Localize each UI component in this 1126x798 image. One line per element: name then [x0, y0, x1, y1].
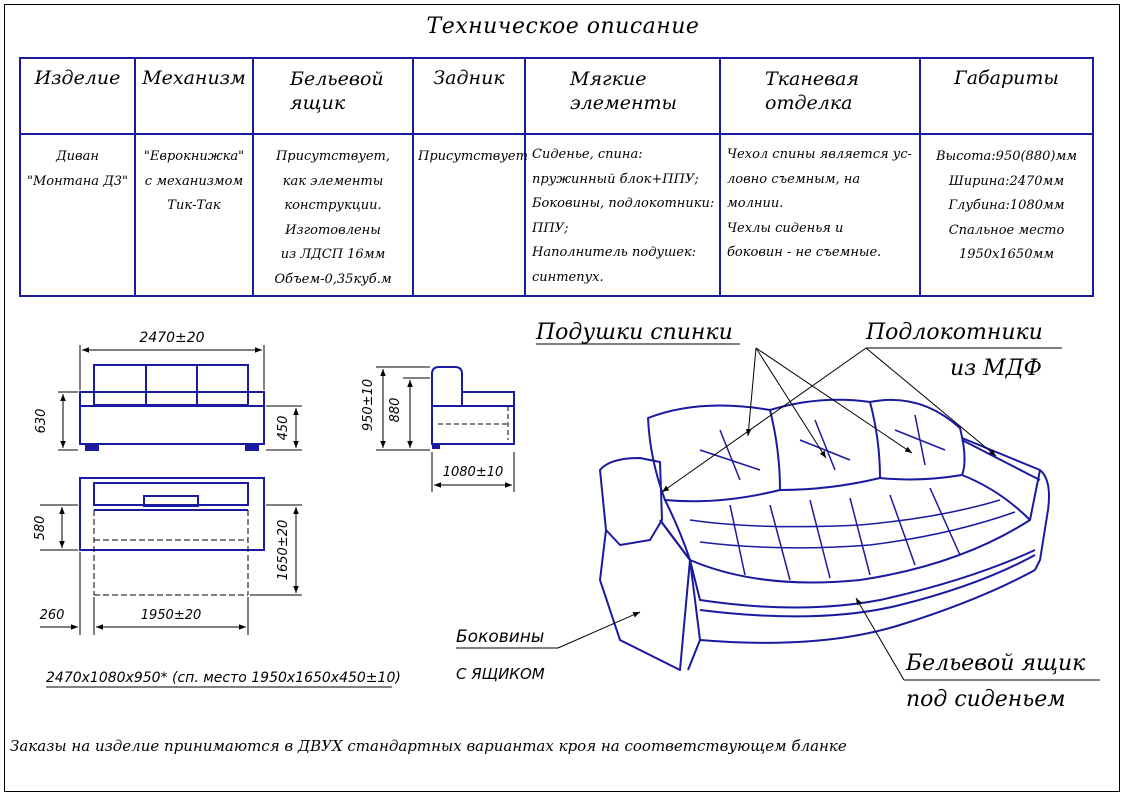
cell-mekhanizm: "Еврокнижка" с механизмом Тик-Так	[134, 133, 254, 297]
dim-seat-height: 450	[276, 416, 291, 441]
page-title: Техническое описание	[426, 14, 700, 39]
side-view-dims	[376, 366, 515, 492]
callout-armrests: Подлокотники	[865, 320, 1043, 345]
top-view	[79, 477, 265, 551]
side-view-hidden	[438, 406, 509, 440]
callout-leaders	[456, 343, 1100, 681]
top-view-hidden	[93, 510, 249, 596]
side-view	[431, 366, 515, 445]
dim-summary: 2470x1080x950* (сп. место 1950x1650x450±…	[46, 670, 401, 686]
header-myagkie: Мягкие элементы	[524, 57, 721, 135]
header-tkan: Тканевая отделка	[719, 57, 921, 135]
header-mekhanizm: Механизм	[134, 57, 254, 135]
dim-side-height: 950±10	[361, 379, 376, 431]
drawing-frame	[4, 4, 1120, 792]
dim-side-back: 880	[388, 398, 403, 423]
cell-myagkie: Сиденье, спина: пружинный блок+ППУ; Боко…	[524, 133, 721, 297]
sofa-perspective	[599, 398, 1050, 671]
sofa-quilting	[689, 414, 1016, 581]
callout-sides-box: С ЯЩИКОМ	[456, 665, 545, 683]
cell-zadnik: Присутствует	[412, 133, 528, 297]
side-foot	[432, 444, 440, 449]
callout-linen-box: Бельевой ящик	[905, 651, 1086, 676]
dim-sleep-width: 1950±20	[141, 608, 202, 623]
order-note: Заказы на изделие принимаются в ДВУХ ста…	[10, 737, 847, 755]
header-gabarity: Габариты	[919, 57, 1094, 135]
dim-top-depth: 580	[33, 516, 48, 541]
dim-front-width: 2470±20	[139, 330, 204, 346]
callout-sides: Боковины	[456, 627, 544, 647]
header-izdelie: Изделие	[19, 57, 136, 135]
cell-tkan: Чехол спины является ус- ловно съемным, …	[719, 133, 921, 297]
callout-armrests-material: из МДФ	[950, 356, 1042, 381]
dim-side-depth: 1080±10	[443, 465, 504, 480]
front-view-dims	[58, 345, 302, 451]
spec-header-row: Изделие Механизм Бельевой ящик Задник Мя…	[19, 57, 1094, 135]
callout-linen-box-position: под сиденьем	[906, 687, 1066, 712]
top-view-dims	[40, 504, 302, 635]
dim-sleep-length: 1650±20	[276, 520, 291, 581]
cell-yashchik: Присутствует, как элементы конструкции. …	[252, 133, 414, 297]
spec-table: Изделие Механизм Бельевой ящик Задник Мя…	[19, 57, 1094, 297]
dim-armrest: 260	[40, 608, 65, 623]
front-view	[79, 364, 265, 451]
dim-height-total: 630	[34, 409, 49, 434]
header-zadnik: Задник	[412, 57, 526, 135]
callout-back-cushions: Подушки спинки	[535, 320, 733, 345]
spec-body-row: Диван "Монтана Д3" "Еврокнижка" с механи…	[19, 133, 1094, 297]
cell-gabarity: Высота:950(880)мм Ширина:2470мм Глубина:…	[919, 133, 1094, 297]
header-yashchik: Бельевой ящик	[252, 57, 414, 135]
cell-izdelie: Диван "Монтана Д3"	[19, 133, 136, 297]
